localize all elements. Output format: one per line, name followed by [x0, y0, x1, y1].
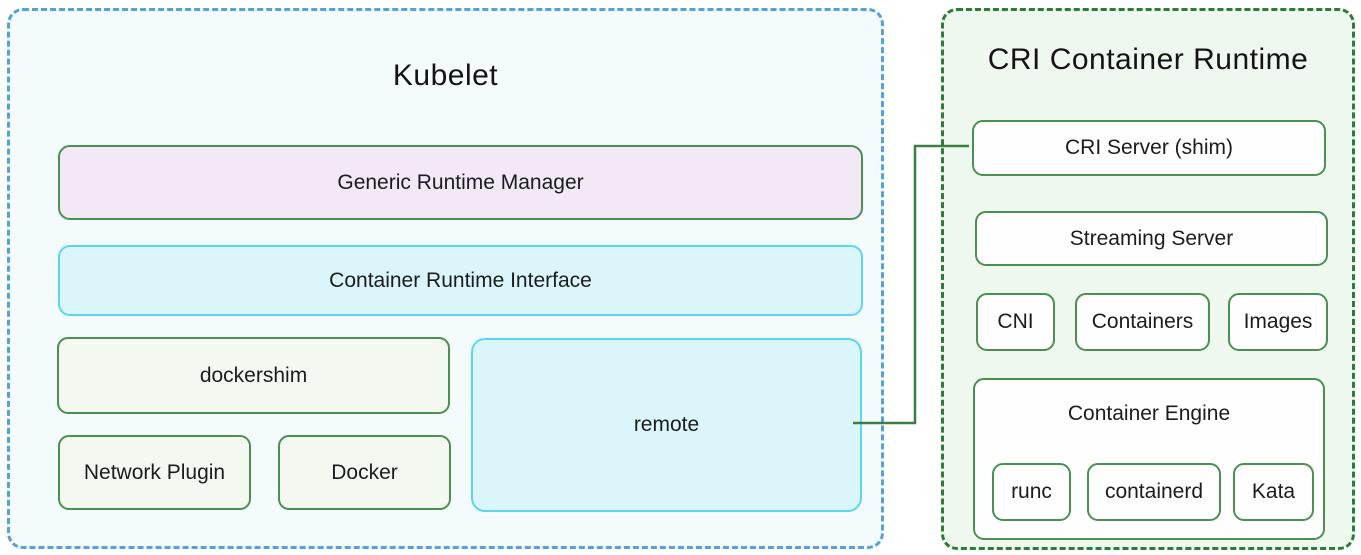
container-engine-box: Container Engine runc containerd Kata: [973, 378, 1325, 540]
remote-box: remote: [471, 338, 862, 512]
kata-box: Kata: [1233, 463, 1314, 521]
kubelet-title: Kubelet: [392, 59, 499, 92]
generic-runtime-manager-label: Generic Runtime Manager: [337, 170, 584, 194]
docker-box: Docker: [278, 435, 451, 510]
streaming-server-label: Streaming Server: [1069, 226, 1234, 250]
cni-box: CNI: [976, 293, 1055, 351]
containers-box: Containers: [1075, 293, 1210, 351]
dockershim-label: dockershim: [199, 363, 308, 387]
cri-container-runtime-container: CRI Container Runtime CRI Server (shim) …: [941, 8, 1355, 550]
cri-container-runtime-title: CRI Container Runtime: [987, 43, 1309, 76]
docker-label: Docker: [331, 460, 398, 484]
container-runtime-interface-label: Container Runtime Interface: [329, 268, 592, 292]
containerd-box: containerd: [1087, 463, 1221, 521]
network-plugin-box: Network Plugin: [58, 435, 251, 510]
container-engine-label: Container Engine: [1067, 402, 1231, 425]
generic-runtime-manager-box: Generic Runtime Manager: [58, 145, 863, 220]
cri-server-box: CRI Server (shim): [972, 120, 1326, 176]
runc-label: runc: [1011, 480, 1052, 503]
images-label: Images: [1243, 310, 1313, 333]
containers-label: Containers: [1091, 310, 1194, 333]
runc-box: runc: [992, 463, 1071, 521]
images-box: Images: [1228, 293, 1328, 351]
containerd-label: containerd: [1104, 480, 1204, 503]
kata-label: Kata: [1251, 480, 1296, 503]
cri-server-label: CRI Server (shim): [1064, 136, 1233, 159]
dockershim-box: dockershim: [57, 337, 450, 414]
container-runtime-interface-box: Container Runtime Interface: [58, 245, 863, 316]
kubelet-container: Kubelet Generic Runtime Manager Containe…: [7, 8, 884, 549]
cni-label: CNI: [997, 310, 1034, 333]
network-plugin-label: Network Plugin: [83, 460, 226, 484]
streaming-server-box: Streaming Server: [975, 211, 1328, 266]
remote-label: remote: [633, 413, 700, 436]
